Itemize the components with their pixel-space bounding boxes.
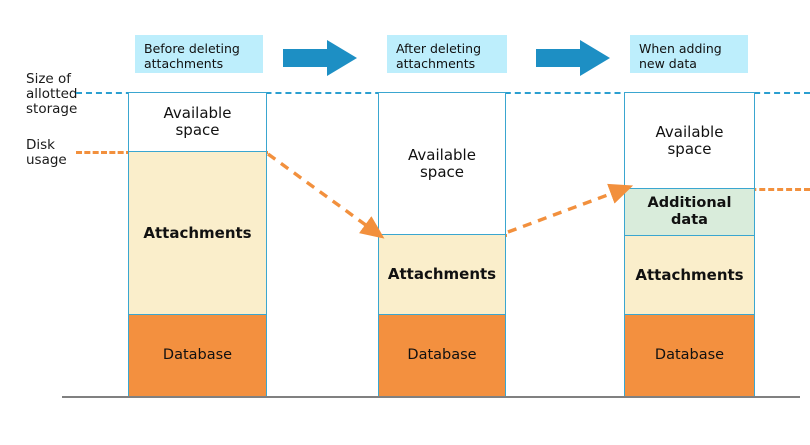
baseline-axis [62, 396, 800, 398]
segment-available-space-col1: Available space [128, 92, 267, 152]
segment-database-col3: Database [624, 314, 755, 397]
segment-available-space-col3: Available space [624, 92, 755, 189]
caption-before-deleting-attachments: Before deleting attachments [135, 35, 263, 73]
column-before-deleting: Available space Attachments Database [128, 92, 267, 397]
column-after-deleting: Available space Attachments Database [378, 92, 506, 397]
segment-database-col1: Database [128, 314, 267, 397]
segment-available-space-col2: Available space [378, 92, 506, 235]
caption-after-deleting-attachments: After deleting attachments [387, 35, 507, 73]
segment-attachments-col3: Attachments [624, 235, 755, 315]
arrow-right-icon-step-2 [536, 40, 610, 80]
segment-additional-data-col3: Additional data [624, 188, 755, 236]
segment-database-col2: Database [378, 314, 506, 397]
segment-attachments-col1: Attachments [128, 151, 267, 315]
label-size-of-allotted-storage: Size of allotted storage [26, 71, 78, 117]
disk-usage-line-left [76, 151, 132, 154]
arrow-right-icon-step-1 [283, 40, 357, 80]
caption-when-adding-new-data: When adding new data [630, 35, 748, 73]
label-disk-usage: Disk usage [26, 137, 67, 168]
column-when-adding: Available space Additional data Attachme… [624, 92, 755, 397]
segment-attachments-col2: Attachments [378, 234, 506, 315]
